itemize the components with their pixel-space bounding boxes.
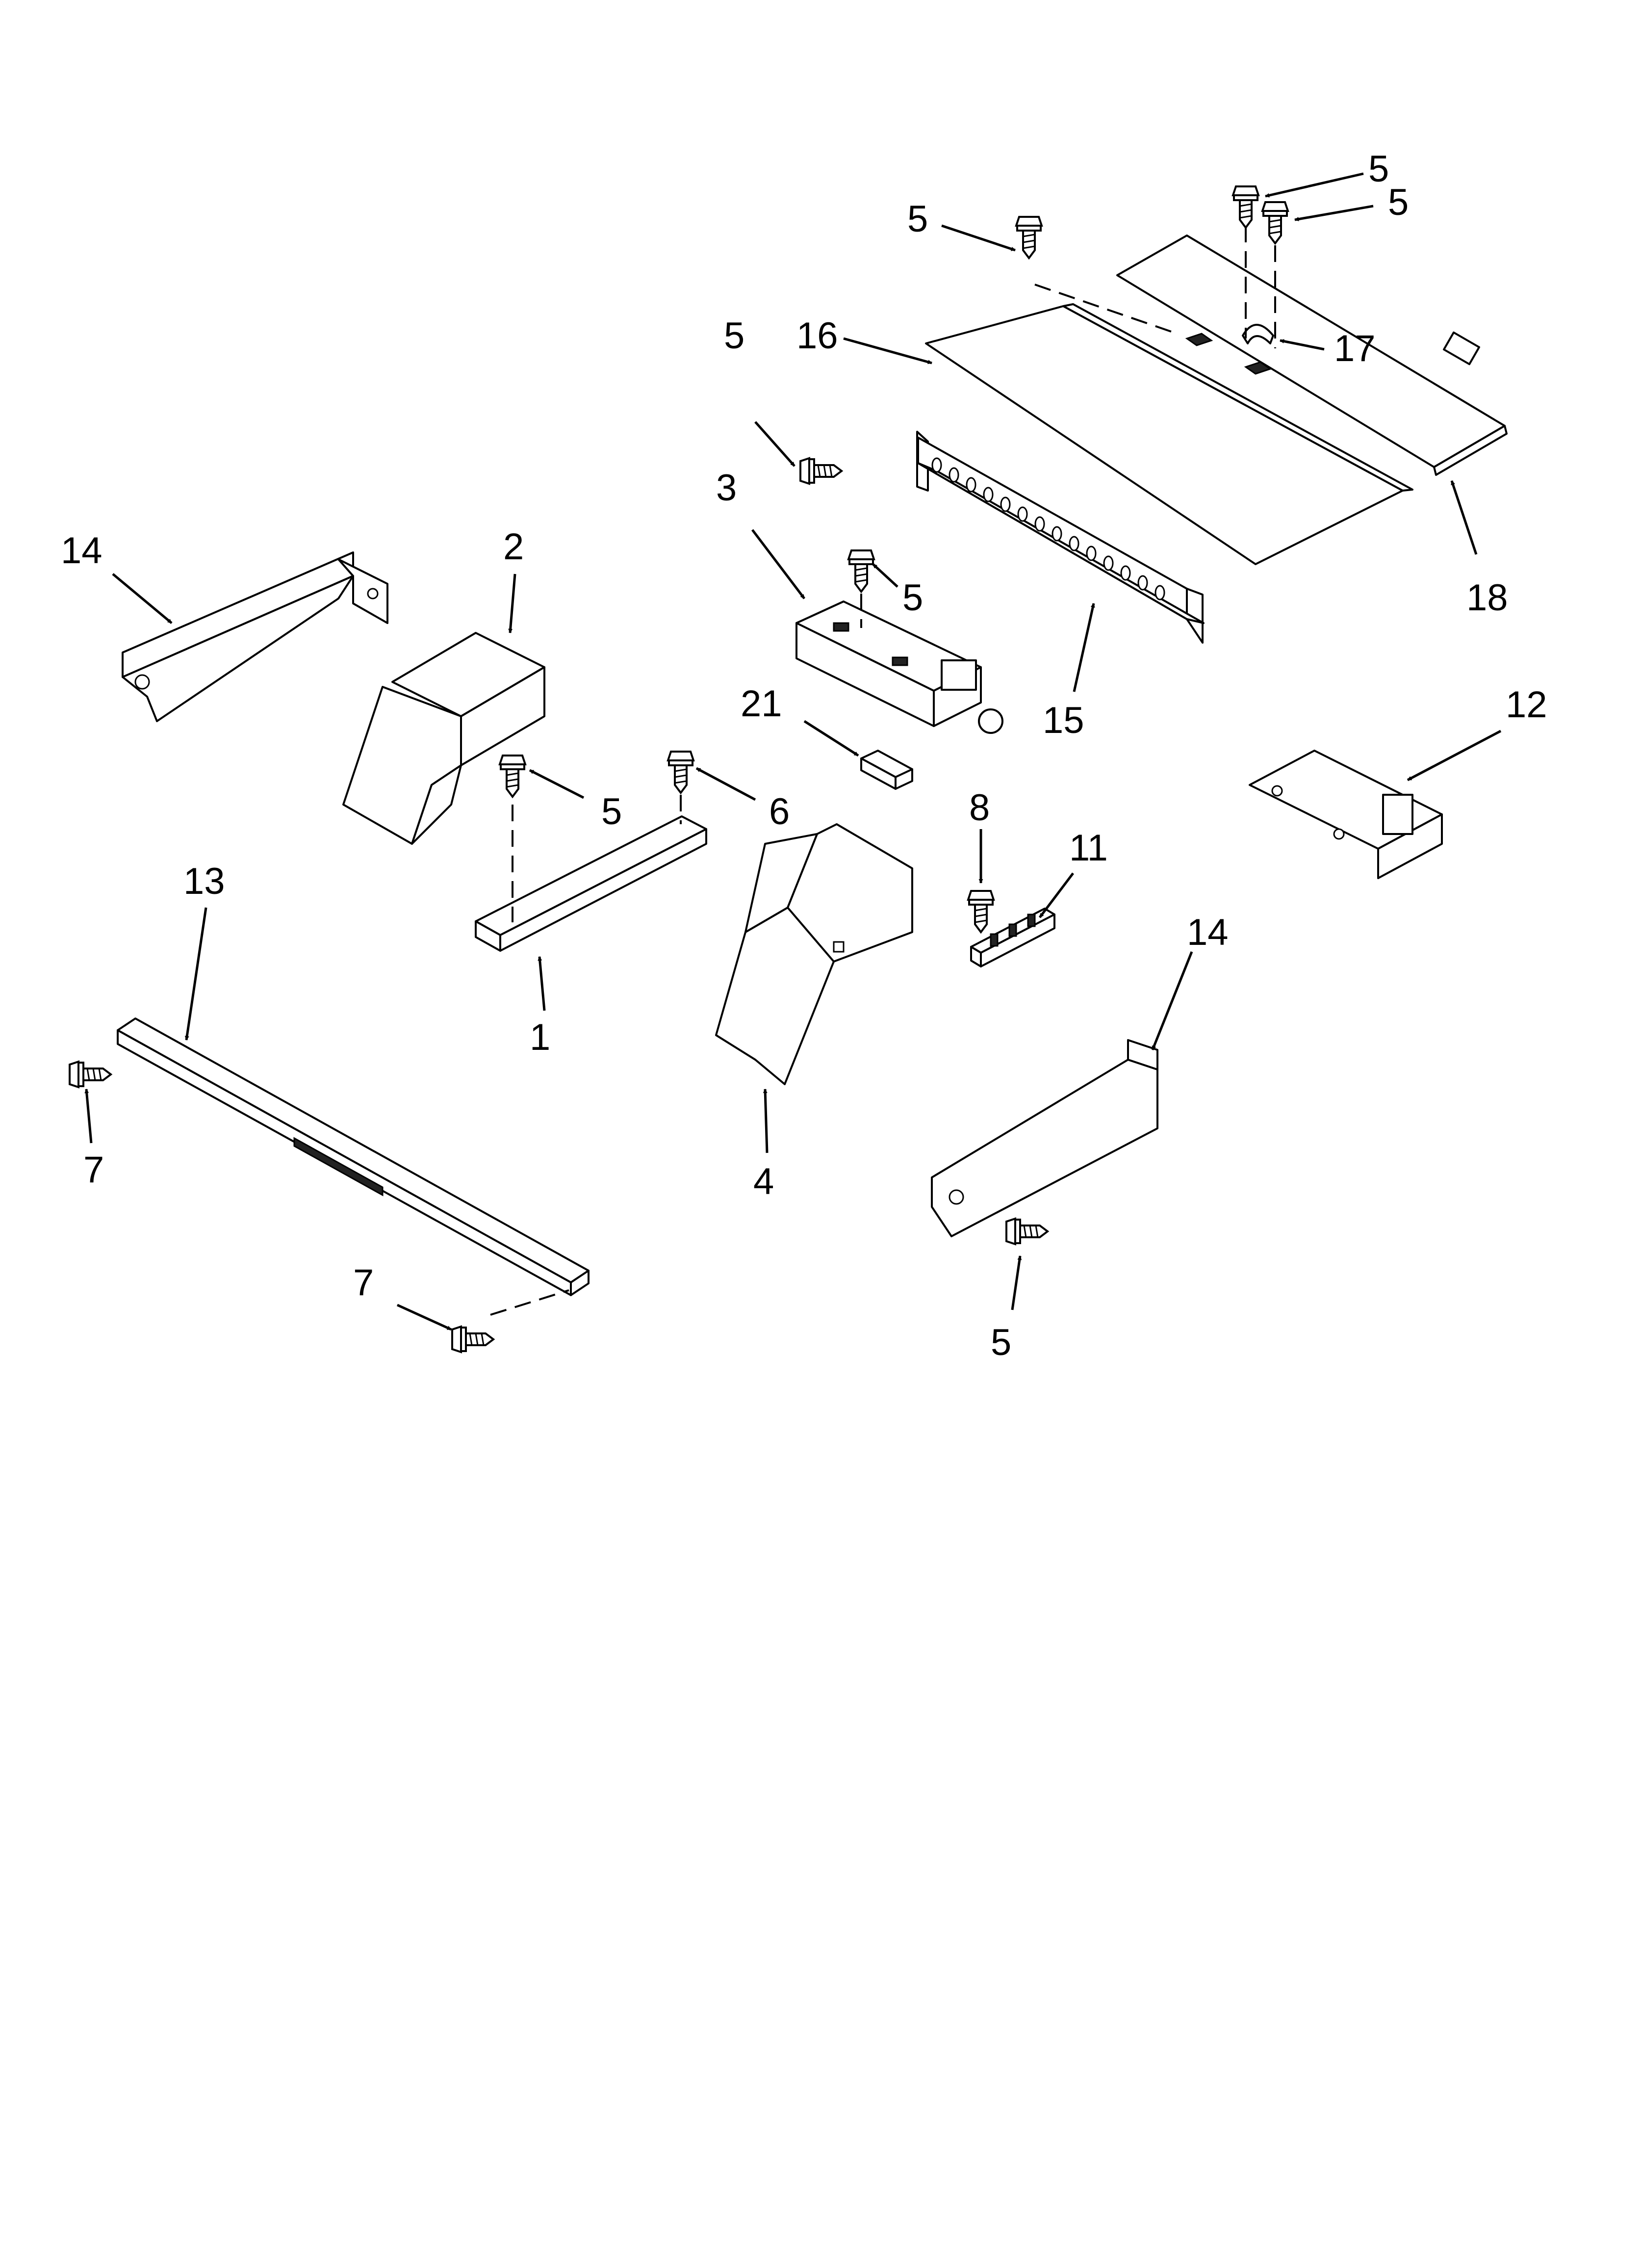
part-2-channel [342,632,545,845]
screw-5f [499,755,526,798]
callout-21: 21 [741,683,782,725]
callout-16: 16 [796,315,838,357]
callout-17: 17 [1334,328,1376,369]
callout-14-left: 14 [61,530,103,572]
callout-6: 6 [769,791,790,833]
screw-5d [799,457,843,485]
part-1-rail [475,815,707,952]
callout-12: 12 [1506,684,1547,726]
screw-5c [1015,216,1043,259]
assembly-line-13-7 [490,1289,569,1316]
screw-7b [451,1326,494,1353]
callout-4: 4 [753,1161,774,1202]
part-15-bracket [916,431,1205,644]
part-13-rail [117,1017,590,1296]
part-14-right-bracket [931,1039,1158,1237]
callout-7-left: 7 [83,1149,104,1191]
callout-5-top-right: 5 [1368,148,1389,190]
part-3-valve [795,600,1003,734]
callout-5-rail: 5 [601,791,622,833]
part-14-left-bracket [122,551,388,722]
part-16-plate [925,303,1413,565]
callout-18: 18 [1466,577,1508,619]
callout-5-top-right-2: 5 [1388,182,1409,223]
callout-13: 13 [183,860,225,902]
screw-7a [69,1061,112,1088]
callout-5-bottom-right: 5 [991,1322,1011,1363]
screw-5b [1261,201,1289,244]
leader-arrows [84,172,1502,1331]
callout-1: 1 [530,1017,550,1058]
screw-5g [1005,1218,1049,1245]
part-17-clip [1242,324,1274,344]
callout-15: 15 [1043,700,1084,741]
screw-5a [1232,185,1259,229]
part-11-terminal-block [970,908,1055,967]
callout-7-bottom: 7 [353,1262,374,1303]
screw-6 [667,751,694,794]
callout-2: 2 [503,526,524,568]
screw-8 [967,890,995,933]
callout-11: 11 [1069,827,1108,869]
part-21-block [860,750,913,790]
callout-5-bracket: 5 [724,315,744,357]
bracket-perforations [931,457,1165,600]
callout-5-top-center: 5 [907,198,928,240]
part-18-panel [1116,235,1508,476]
callout-14-right: 14 [1187,912,1229,953]
callout-3: 3 [716,467,737,509]
part-4-shield [715,823,913,1085]
callout-5-valve: 5 [902,577,923,619]
callout-8: 8 [969,787,990,829]
part-12-plate [1249,750,1443,879]
screw-5e [847,549,875,593]
